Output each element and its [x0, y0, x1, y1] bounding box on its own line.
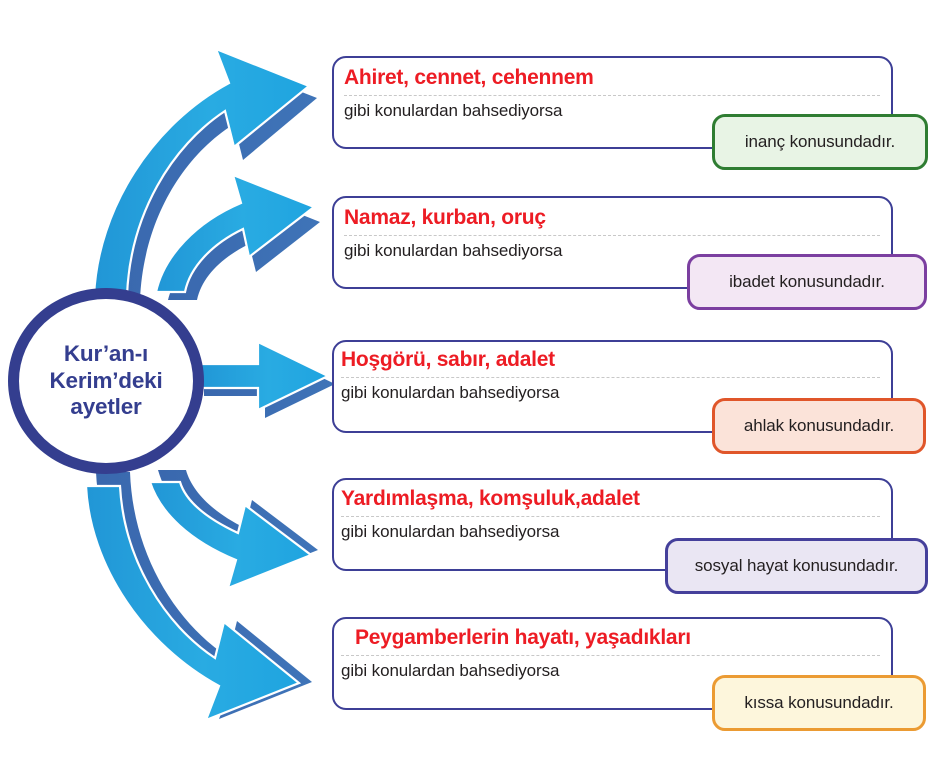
result-badge-1[interactable]: inanç konusundadır. — [712, 114, 928, 170]
topic-underline-2 — [344, 235, 880, 236]
condition-text-4: gibi konulardan bahsediyorsa — [341, 522, 560, 541]
topic-underline-4 — [341, 516, 880, 517]
topic-underline-5 — [341, 655, 880, 656]
topic-text-2: Namaz, kurban, oruç — [344, 206, 546, 229]
topic-text-5: Peygamberlerin hayatı, yaşadıkları — [355, 626, 691, 649]
arrow-to-row-3 — [194, 340, 335, 418]
condition-text-3: gibi konulardan bahsediyorsa — [341, 383, 560, 402]
topic-text-4: Yardımlaşma, komşuluk,adalet — [341, 487, 640, 510]
condition-text-2: gibi konulardan bahsediyorsa — [344, 241, 563, 260]
result-text-1: inanç konusundadır. — [744, 132, 896, 151]
result-badge-4[interactable]: sosyal hayat konusundadır. — [665, 538, 928, 594]
topic-text-3: Hoşgörü, sabır, adalet — [341, 348, 555, 371]
arrow-to-row-2 — [154, 173, 320, 300]
result-text-4: sosyal hayat konusundadır. — [694, 556, 899, 575]
center-line-2: Kerim’deki — [49, 367, 163, 393]
topic-text-1: Ahiret, cennet, cehennem — [344, 66, 594, 89]
center-node-label: Kur’an-ı Kerim’deki ayetler — [49, 341, 162, 421]
arrow-to-row-4 — [148, 470, 318, 590]
result-badge-5[interactable]: kıssa konusundadır. — [712, 675, 926, 731]
condition-text-1: gibi konulardan bahsediyorsa — [344, 101, 563, 120]
topic-underline-3 — [341, 377, 880, 378]
condition-text-5: gibi konulardan bahsediyorsa — [341, 661, 560, 680]
result-text-5: kıssa konusundadır. — [744, 693, 894, 712]
result-badge-2[interactable]: ibadet konusundadır. — [687, 254, 927, 310]
result-text-3: ahlak konusundadır. — [743, 416, 895, 435]
arrow-to-row-1 — [92, 47, 317, 300]
center-line-3: ayetler — [70, 394, 142, 420]
topic-underline-1 — [344, 95, 880, 96]
result-badge-3[interactable]: ahlak konusundadır. — [712, 398, 926, 454]
center-node[interactable]: Kur’an-ı Kerim’deki ayetler — [8, 288, 204, 474]
center-line-1: Kur’an-ı — [63, 341, 149, 367]
result-text-2: ibadet konusundadır. — [729, 272, 885, 291]
arrow-to-row-5 — [84, 472, 312, 722]
